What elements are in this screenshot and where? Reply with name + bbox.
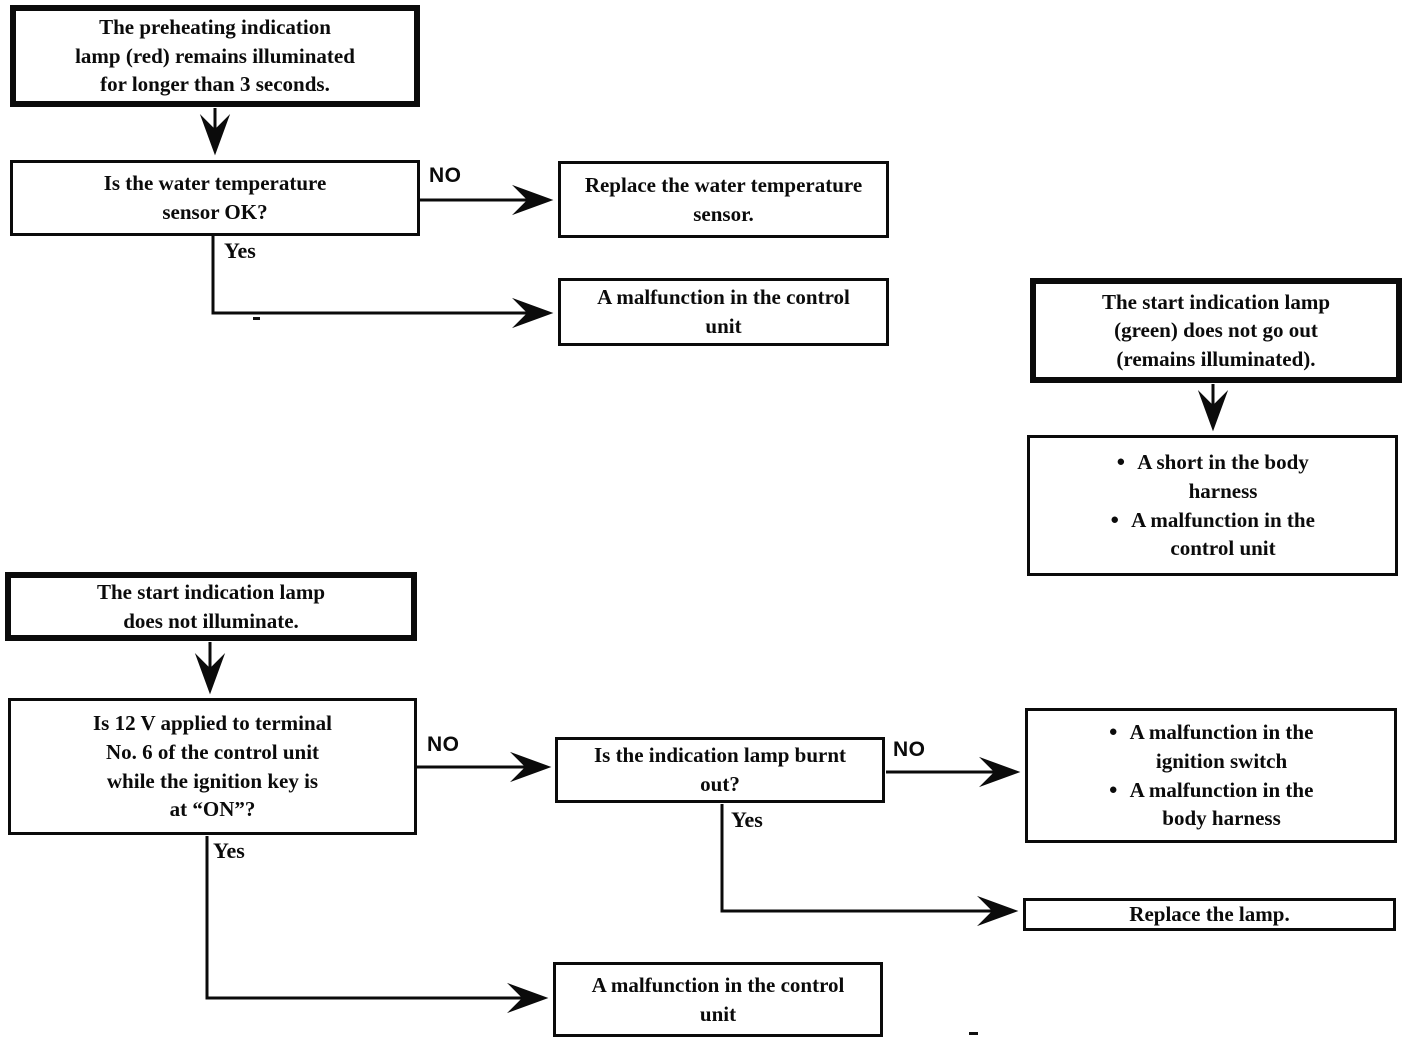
bullet-list: ● A malfunction in the ignition switch ●… [1109,718,1314,832]
scan-speck [253,317,260,320]
edge-burnt-q-yes-to-replace-lamp [720,804,1019,927]
node-control-unit-malfunction-2: A malfunction in the control unit [553,962,883,1037]
scan-speck [969,1032,978,1035]
node-text: Is 12 V applied to terminal No. 6 of the… [93,711,332,822]
node-text: A malfunction in the control unit [591,972,845,1026]
node-text: A malfunction in the control unit [597,285,850,338]
bullet-text: A short in the body harness [1137,450,1309,503]
node-12v-terminal-question: Is 12 V applied to terminal No. 6 of the… [8,698,417,835]
edge-12v-q-yes-to-cu-malfunction [205,836,549,1014]
label-no-12v: NO [427,733,460,756]
node-start-lamp-start: The start indication lamp does not illum… [5,572,417,641]
bullet-list: ● A short in the body harness ● A malfun… [1110,448,1315,562]
node-text: Replace the lamp. [1129,902,1290,927]
node-replace-water-sensor: Replace the water temperature sensor. [558,161,889,238]
bullet-icon: ● [1108,724,1118,741]
node-text: Is the water temperature sensor OK? [103,171,327,224]
node-text: The start indication lamp (green) does n… [1101,289,1331,371]
label-no-lamp-burnt: NO [893,738,926,761]
node-control-unit-malfunction-1: A malfunction in the control unit [558,278,889,346]
node-text: The preheating indication lamp (red) rem… [75,15,355,97]
bullet-text: A malfunction in the ignition switch [1129,720,1314,773]
bullet-icon: ● [1110,511,1120,528]
label-yes-lamp-burnt: Yes [731,807,763,832]
bullet-text: A malfunction in the body harness [1129,777,1314,831]
bullet-item: ● A short in the body harness [1110,448,1315,505]
node-preheating-lamp-start: The preheating indication lamp (red) rem… [10,5,420,107]
node-text: Replace the water temperature sensor. [584,172,863,226]
node-green-lamp-start: The start indication lamp (green) does n… [1030,278,1402,383]
node-text: Is the indication lamp burnt out? [593,743,847,796]
bullet-icon: ● [1116,454,1126,471]
bullet-icon: ● [1108,781,1118,798]
node-replace-lamp: Replace the lamp. [1023,898,1396,931]
label-yes-water-sensor: Yes [224,238,256,263]
node-ignition-harness-causes: ● A malfunction in the ignition switch ●… [1025,708,1397,843]
node-water-sensor-question: Is the water temperature sensor OK? [10,160,420,236]
edge-water-q-yes-to-cu-malfunction [211,236,554,329]
bullet-item: ● A malfunction in the control unit [1110,506,1315,563]
label-no-water-sensor: NO [429,164,462,187]
node-lamp-burnt-question: Is the indication lamp burnt out? [555,737,885,803]
bullet-item: ● A malfunction in the ignition switch [1109,718,1314,775]
bullet-item: ● A malfunction in the body harness [1109,776,1314,833]
node-text: The start indication lamp does not illum… [96,579,326,633]
node-green-lamp-causes: ● A short in the body harness ● A malfun… [1027,435,1398,576]
label-yes-12v: Yes [213,838,245,863]
bullet-text: A malfunction in the control unit [1131,507,1315,561]
